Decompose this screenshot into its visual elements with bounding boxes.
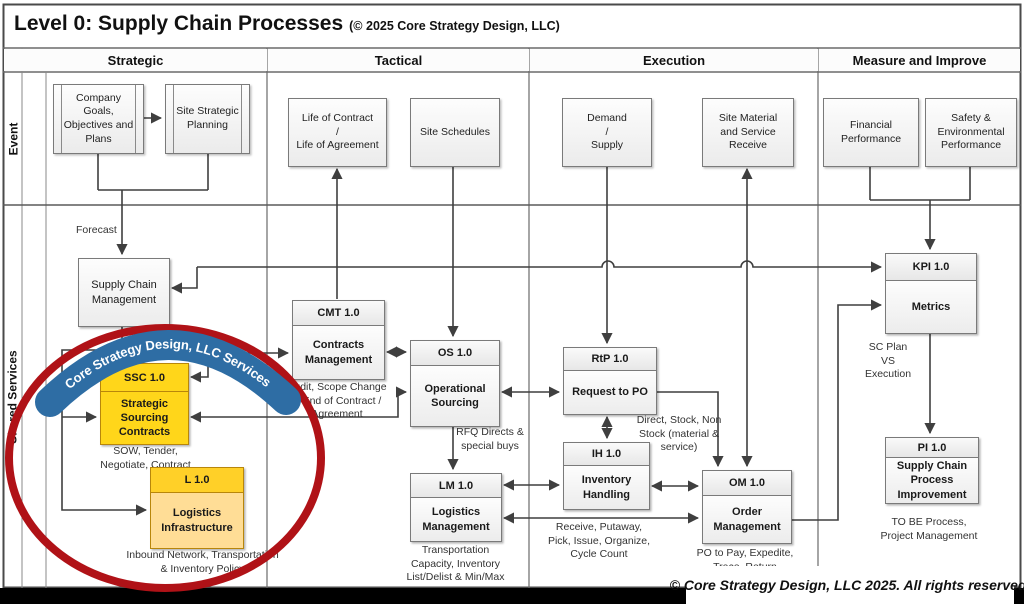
process-box-logistics-infrastructure: L 1.0 Logistics Infrastructure: [150, 467, 244, 549]
caption-contracts-management: Audit, Scope Change & End of Contract / …: [287, 381, 387, 421]
rtp-code: RtP 1.0: [564, 348, 656, 371]
process-box-order-management: OM 1.0 Order Management: [702, 470, 792, 544]
event-box-company-goals: Company Goals, Objectives and Plans: [53, 84, 144, 154]
process-box-request-to-po: RtP 1.0 Request to PO: [563, 347, 657, 415]
lm-code: LM 1.0: [411, 474, 501, 498]
event-box-demand-supply: Demand / Supply: [562, 98, 652, 167]
column-header-execution: Execution: [530, 49, 818, 71]
column-header-measure-improve: Measure and Improve: [819, 49, 1020, 71]
ssc-name: Strategic Sourcing Contracts: [101, 392, 188, 444]
column-header-tactical: Tactical: [268, 49, 529, 71]
process-box-ssc: SSC 1.0 Strategic Sourcing Contracts: [100, 363, 189, 445]
kpi-code: KPI 1.0: [886, 254, 976, 281]
title-copyright: (© 2025 Core Strategy Design, LLC): [349, 19, 560, 33]
event-box-safety-environmental: Safety & Environmental Performance: [925, 98, 1017, 167]
event-box-site-material-receive: Site Material and Service Receive: [702, 98, 794, 167]
title-text: Level 0: Supply Chain Processes: [14, 12, 344, 35]
column-header-strategic: Strategic: [4, 49, 267, 71]
process-box-operational-sourcing: OS 1.0 Operational Sourcing: [410, 340, 500, 427]
page-title: Level 0: Supply Chain Processes (© 2025 C…: [14, 12, 560, 36]
pi-code: PI 1.0: [886, 438, 978, 458]
process-box-inventory-handling: IH 1.0 Inventory Handling: [563, 442, 650, 510]
lm-name: Logistics Management: [411, 498, 501, 541]
process-box-kpi-metrics: KPI 1.0 Metrics: [885, 253, 977, 334]
cmt-name: Contracts Management: [293, 326, 384, 379]
caption-kpi-metrics: SC Plan VS Execution: [864, 341, 912, 381]
event-box-site-strategic-planning: Site Strategic Planning: [165, 84, 250, 154]
caption-process-improvement: TO BE Process, Project Management: [880, 516, 978, 542]
lane-label-event: Event: [6, 122, 20, 155]
ih-code: IH 1.0: [564, 443, 649, 466]
os-name: Operational Sourcing: [411, 366, 499, 426]
om-code: OM 1.0: [703, 471, 791, 496]
scm-name: Supply Chain Management: [79, 259, 169, 326]
l-code: L 1.0: [151, 468, 243, 493]
kpi-name: Metrics: [886, 281, 976, 333]
event-box-site-schedules: Site Schedules: [410, 98, 500, 167]
copyright-box: © Core Strategy Design, LLC 2025. All ri…: [670, 566, 1024, 604]
pi-name: Supply Chain Process Improvement: [886, 458, 978, 503]
caption-operational-sourcing: RFQ Directs & special buys: [456, 426, 524, 452]
event-box-financial-performance: Financial Performance: [823, 98, 919, 167]
om-name: Order Management: [703, 496, 791, 543]
process-box-supply-chain-management: Supply Chain Management: [78, 258, 170, 327]
ssc-code: SSC 1.0: [101, 364, 188, 392]
copyright-text: © Core Strategy Design, LLC 2025. All ri…: [669, 577, 1024, 593]
label-forecast: Forecast: [76, 224, 117, 236]
caption-logistics-management: Transportation Capacity, Inventory List/…: [406, 544, 505, 584]
l-name: Logistics Infrastructure: [151, 493, 243, 548]
process-box-process-improvement: PI 1.0 Supply Chain Process Improvement: [885, 437, 979, 504]
caption-logistics-infrastructure: Inbound Network, Transportation & Invent…: [126, 549, 279, 575]
os-code: OS 1.0: [411, 341, 499, 366]
rtp-name: Request to PO: [564, 371, 656, 414]
ih-name: Inventory Handling: [564, 466, 649, 509]
event-box-life-of-contract: Life of Contract / Life of Agreement: [288, 98, 387, 167]
cmt-code: CMT 1.0: [293, 301, 384, 326]
process-box-logistics-management: LM 1.0 Logistics Management: [410, 473, 502, 542]
lane-label-shared-services: Shared Services: [6, 349, 20, 444]
caption-inventory-handling: Receive, Putaway, Pick, Issue, Organize,…: [547, 521, 651, 561]
process-box-contracts-management: CMT 1.0 Contracts Management: [292, 300, 385, 380]
